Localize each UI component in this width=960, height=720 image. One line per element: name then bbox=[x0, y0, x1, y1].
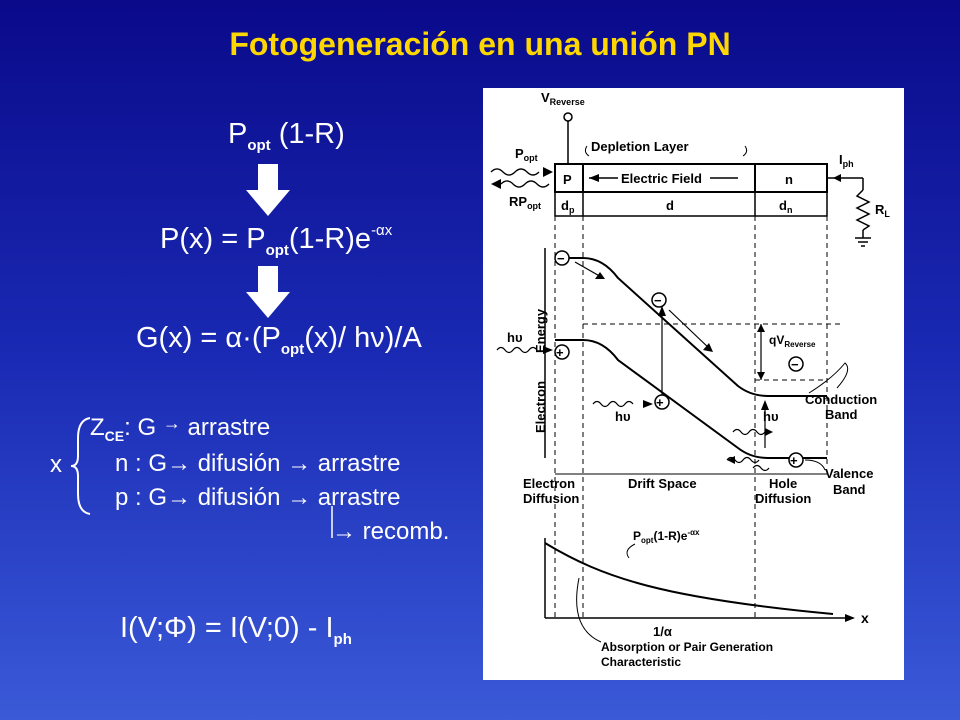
equation-generation-rate: G(x) = α·(Popt(x)/ hν)/A bbox=[136, 322, 422, 358]
zce-text: : G bbox=[124, 414, 157, 441]
equation-incident-power: Popt (1-R) bbox=[228, 118, 345, 154]
one-over-alpha-label: 1/α bbox=[653, 624, 672, 639]
resistor-icon bbox=[855, 189, 871, 231]
hole-icon bbox=[554, 344, 570, 360]
eq2-sup: -αx bbox=[371, 222, 393, 239]
down-arrow-icon bbox=[246, 164, 290, 216]
region-recomb-row: → recomb. bbox=[332, 518, 449, 546]
eq3-sub: opt bbox=[280, 341, 305, 358]
arrow-icon: → bbox=[167, 450, 192, 477]
energy-axis-label: Energy bbox=[533, 308, 548, 353]
valence-band-line bbox=[555, 339, 827, 459]
zce-target: arrastre bbox=[187, 414, 271, 441]
electron-diffusion-label: Electron bbox=[523, 476, 575, 491]
hole-diffusion-label: Hole bbox=[769, 476, 797, 491]
curve-label: Popt(1-R)e-αx bbox=[633, 528, 700, 545]
d-n-label: dn bbox=[779, 198, 792, 215]
eq2-lhs: P(x) = P bbox=[160, 223, 266, 255]
d-label: d bbox=[666, 198, 674, 213]
qv-reverse-label: qVReverse bbox=[769, 333, 816, 349]
eq4-lhs: I(V;Φ) = I(V;0) - I bbox=[120, 612, 334, 644]
eq2-sub: opt bbox=[265, 242, 289, 259]
svg-text:+: + bbox=[790, 453, 798, 468]
n-row-label: n : G bbox=[115, 450, 168, 477]
drift-space-label: Drift Space bbox=[628, 476, 697, 491]
region-p-row: p : G→ difusión → arrastre bbox=[115, 484, 400, 512]
slide-title: Fotogeneración en una unión PN bbox=[229, 26, 731, 62]
electron-icon bbox=[651, 292, 667, 308]
svg-text:−: − bbox=[791, 357, 799, 372]
region-n-row: n : G→ difusión → arrastre bbox=[115, 450, 400, 478]
electron-diffusion-label: Diffusion bbox=[523, 491, 579, 506]
generation-curve bbox=[544, 542, 834, 615]
r-l-label: RL bbox=[875, 202, 890, 219]
eq3-tail: (x)/ hν)/A bbox=[304, 322, 422, 354]
arrow-icon: → bbox=[332, 518, 356, 545]
photon-label: hυ bbox=[507, 330, 523, 345]
equation-power-profile: P(x) = Popt(1-R)e-αx bbox=[160, 222, 392, 259]
x-axis-label: x bbox=[861, 610, 869, 626]
p-row-step1: difusión bbox=[197, 484, 281, 511]
recomb-text: recomb. bbox=[362, 518, 450, 545]
i-ph-label: Iph bbox=[839, 152, 854, 169]
n-row-step1: difusión bbox=[197, 450, 281, 477]
p-region-label: P bbox=[563, 172, 572, 187]
conduction-band-label: Band bbox=[825, 407, 858, 422]
p-opt-label: Popt bbox=[515, 146, 538, 163]
electron-icon bbox=[788, 356, 804, 372]
eq1-tail: (1-R) bbox=[270, 118, 345, 150]
absorption-label: Absorption or Pair Generation bbox=[601, 640, 773, 654]
region-depletion-row: ZCE: G → arrastre bbox=[90, 413, 270, 444]
valence-band-label: Valence bbox=[825, 466, 873, 481]
electric-field-label: Electric Field bbox=[621, 171, 702, 186]
svg-text:+: + bbox=[556, 345, 564, 360]
down-arrow-icon bbox=[246, 266, 290, 318]
arrow-icon: → bbox=[287, 450, 312, 477]
equation-photocurrent: I(V;Φ) = I(V;0) - Iph bbox=[120, 612, 352, 648]
conduction-band-line bbox=[555, 257, 827, 397]
photodiode-figure: VReverse Depletion Layer P n Electric Fi… bbox=[483, 88, 904, 680]
eq1-sub: opt bbox=[247, 137, 271, 154]
depletion-layer-label: Depletion Layer bbox=[591, 139, 689, 154]
p-row-label: p : G bbox=[115, 484, 168, 511]
conduction-band-label: Conduction bbox=[805, 392, 877, 407]
valence-band-label: Band bbox=[833, 482, 866, 497]
left-brace-icon bbox=[70, 417, 91, 515]
eq1-base: P bbox=[228, 118, 248, 150]
arrow-icon: → bbox=[162, 413, 181, 433]
eq3-lhs: G(x) = α·(P bbox=[136, 322, 281, 354]
n-row-step2: arrastre bbox=[317, 450, 401, 477]
d-p-label: dp bbox=[561, 198, 575, 215]
svg-text:−: − bbox=[557, 251, 565, 266]
photon-label: hυ bbox=[615, 409, 631, 424]
arrow-icon: → bbox=[167, 484, 192, 511]
terminal-icon bbox=[563, 112, 573, 122]
photodiode-diagram: VReverse Depletion Layer P n Electric Fi… bbox=[490, 90, 890, 669]
region-x-label: x bbox=[50, 451, 62, 478]
eq2-mid: (1-R)e bbox=[288, 223, 372, 255]
n-region-label: n bbox=[785, 172, 793, 187]
electron-axis-label: Electron bbox=[533, 381, 548, 433]
hole-icon bbox=[788, 452, 804, 468]
rp-opt-label: RPopt bbox=[509, 194, 541, 211]
recomb-connector bbox=[331, 506, 333, 538]
zce-sub: CE bbox=[104, 428, 125, 444]
hole-diffusion-label: Diffusion bbox=[755, 491, 811, 506]
svg-text:+: + bbox=[656, 395, 664, 410]
v-reverse-label: VReverse bbox=[541, 90, 585, 107]
absorption-label: Characteristic bbox=[601, 655, 681, 669]
photon-label: hυ bbox=[763, 409, 779, 424]
electron-icon bbox=[554, 250, 570, 266]
zce-base: Z bbox=[90, 414, 105, 441]
arrow-icon: → bbox=[287, 484, 312, 511]
svg-text:−: − bbox=[654, 293, 662, 308]
eq4-sub: ph bbox=[333, 631, 352, 648]
